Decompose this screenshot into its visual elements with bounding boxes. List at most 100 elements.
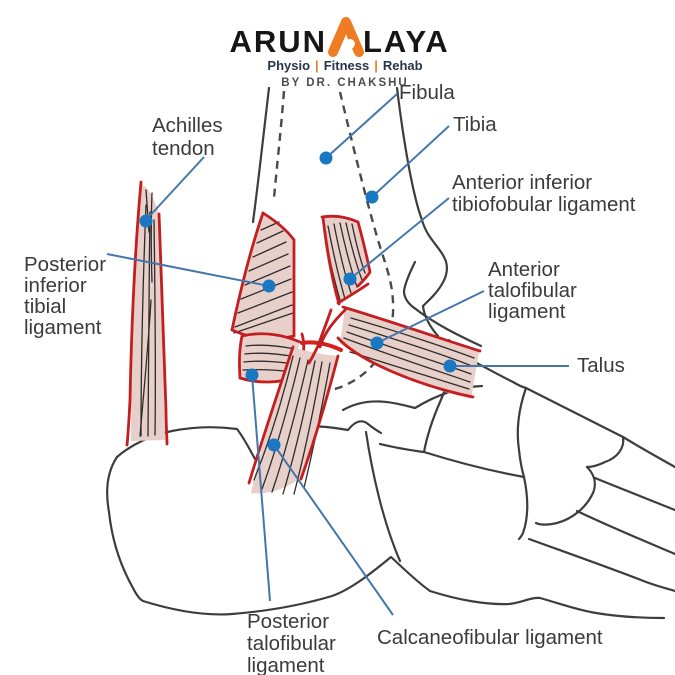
label-line: Posterior [247,610,329,633]
navicular-plantar-edge [422,450,526,479]
band-stria [282,360,316,495]
marker-dot-posterior-talofibular [245,368,259,382]
label-talus: Talus [577,354,625,377]
junction-red-lower [307,344,320,365]
cuboid-distal-edge [517,475,529,541]
label-line: Achilles [152,114,223,137]
band-stria [271,359,309,493]
band-stria [351,223,366,274]
band-red-bottom [336,282,370,305]
leader-achilles [145,156,205,221]
band-red-left [247,345,295,485]
label-line: ligament [488,300,566,323]
bone-outlines [106,86,675,620]
band-stria [348,324,473,367]
leader-posterior-inferior [106,253,270,287]
label-line: Anterior inferior [452,171,592,194]
achilles-red-edge-right [157,212,169,446]
label-line: tibial [24,295,66,318]
achilles-red-edge-left [125,180,143,447]
anterior-talofibular-band [336,305,482,399]
calcaneocuboid-joint-line [364,430,402,563]
band-red-left [238,334,244,380]
anatomy-labels: Achilles tendon Fibula Tibia Anterior in… [24,81,636,675]
brand-tagline: Physio|Fitness|Rehab [267,58,422,73]
talus-neck-line [421,304,440,338]
calcaneus-top-right-outline [300,420,383,435]
band-stria [333,223,352,294]
brand-byline: BY DR. CHAKSHU [281,77,408,89]
band-stria [248,253,289,272]
band-stria [237,291,293,314]
band-red-left [321,216,341,306]
metatarsal-line-1 [621,435,675,469]
label-line: talofibular [247,632,336,655]
achilles-fill [131,184,165,441]
ligament-junction [300,308,347,365]
achilles-stria [150,192,153,283]
band-red-top [240,332,302,344]
junction-red-elbow [318,308,347,349]
marker-dot-anterior-inferior [343,272,357,286]
band-stria [252,241,287,258]
label-line: Talus [577,354,625,377]
label-line: Calcaneofibular ligament [377,626,603,649]
leader-anterior-talofibular [376,290,485,344]
marker-dot-achilles [139,214,153,228]
band-red-top [320,214,360,224]
label-posterior-talofibular: Posterior talofibular ligament [247,610,336,675]
fibula-shaft-dashed-edge [272,90,286,199]
label-tibia: Tibia [453,113,497,136]
marker-dot-talus [443,359,457,373]
band-stria [350,317,475,359]
brand-logo: ARUN LAYA Physio|Fitness|Rehab BY DR. CH… [229,17,448,89]
band-stria [256,230,284,244]
band-stria [327,225,346,300]
label-line: ligament [24,316,102,339]
band-red-top [261,211,296,242]
achilles-tendon-band [125,180,169,447]
label-line: talofibular [488,279,577,302]
marker-dot-fibula [319,151,333,165]
label-line: inferior [24,274,87,297]
marker-dot-anterior-talofibular [370,336,384,350]
band-stria [233,312,294,334]
band-red-bottom [336,336,475,399]
label-line: Posterior [24,253,106,276]
label-line: Anterior [488,258,560,281]
label-anterior-inferior-tibiofibular: Anterior inferior tibiofobular ligament [452,171,636,216]
achilles-stria [139,299,152,437]
label-line: Fibula [399,81,455,104]
metatarsal-line-3 [575,509,675,556]
leader-calcaneofibular [273,444,394,616]
marker-dot-posterior-inferior [262,279,276,293]
cuneiform-dorsal-line [524,386,625,439]
band-red-right [356,220,372,288]
leader-lines [106,93,569,616]
leader-anterior-inferior [349,197,450,280]
band-stria [343,337,471,383]
band-red-right [299,354,340,481]
tibia-anterior-lip [402,260,417,309]
label-achilles-tendon: Achilles tendon [152,114,223,160]
malleolus-dashed-outline [302,91,395,393]
label-posterior-inferior-tibial: Posterior inferior tibial ligament [24,253,106,339]
band-red-left [230,211,265,332]
metatarsal-line-2 [593,476,675,512]
brand-name-left: ARUN [229,24,327,59]
junction-red-upper [316,308,333,348]
posterior-inferior-tibiofibular-band [230,211,296,341]
achilles-stria [140,204,147,437]
cuboid-dorsal-line [378,442,425,454]
tibia-front-outline [395,86,448,308]
label-line: tendon [152,137,215,160]
achilles-stria [153,219,157,436]
label-line: tibiofobular ligament [452,193,636,216]
navicular-distal-edge [516,386,528,479]
metatarsal-line-4 [527,537,675,593]
leader-tibia [371,125,450,198]
marker-dot-tibia [365,190,379,204]
band-stria [234,304,293,328]
foot-plantar-outline [106,455,666,620]
